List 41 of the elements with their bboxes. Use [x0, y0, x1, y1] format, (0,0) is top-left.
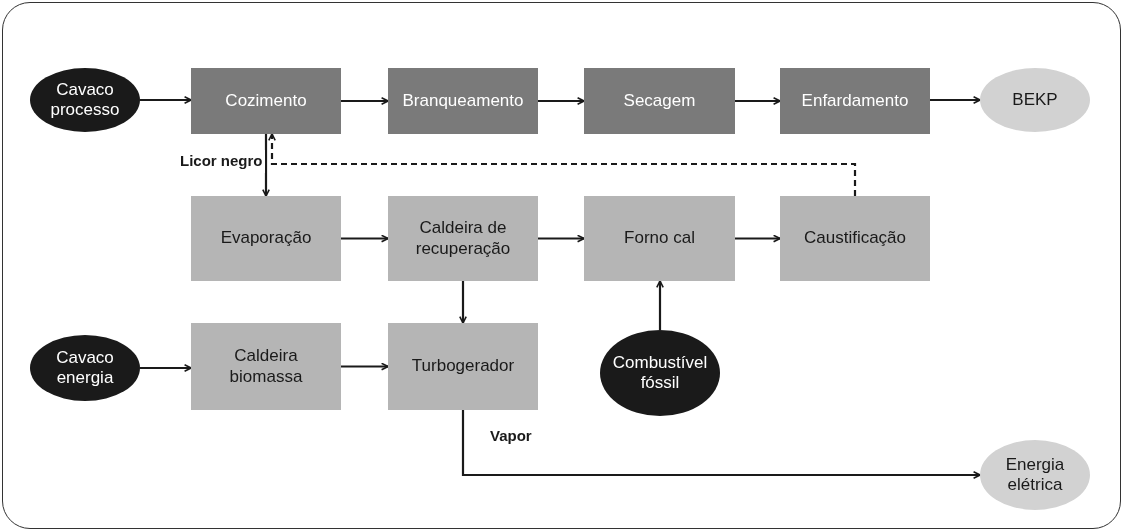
- node-label: Branqueamento: [402, 90, 524, 112]
- arrow: [538, 234, 585, 243]
- arrow: [459, 281, 467, 324]
- arrow: [461, 410, 981, 479]
- arrow: [341, 97, 389, 105]
- node-label: Enfardamento: [801, 90, 909, 112]
- process-box: [388, 68, 538, 134]
- node-label: Evaporação: [220, 228, 312, 249]
- process-box: [191, 68, 341, 134]
- process-box: [780, 196, 930, 281]
- arrow: [140, 96, 192, 104]
- node-label: Cavaco energia: [55, 347, 115, 389]
- process-box: [584, 68, 735, 134]
- arrow: [538, 97, 585, 105]
- dashed-arrow: [268, 133, 857, 196]
- process-box: [191, 323, 341, 410]
- node-label: Forno cal: [624, 228, 695, 249]
- node-label: Secagem: [623, 90, 696, 112]
- process-box: [584, 196, 735, 281]
- node-label: Turbogerador: [411, 356, 515, 377]
- arrow: [735, 234, 781, 243]
- arrow: [140, 364, 192, 372]
- arrow: [341, 234, 389, 243]
- node-label: Combustível fóssil: [611, 352, 709, 394]
- process-box: [191, 196, 341, 281]
- arrow: [930, 96, 981, 104]
- process-box: [388, 196, 538, 281]
- node-label: Caldeira biomassa: [228, 346, 304, 387]
- node-label: BEKP: [1012, 89, 1058, 111]
- edge-label: Licor negro: [178, 150, 265, 173]
- node-label: Caldeira de recuperação: [414, 218, 512, 259]
- process-box: [388, 323, 538, 410]
- process-box: [780, 68, 930, 134]
- arrow: [735, 97, 781, 105]
- node-label: Cavaco processo: [49, 79, 121, 121]
- arrow: [656, 280, 664, 330]
- node-label: Caustificação: [803, 228, 907, 249]
- arrow: [262, 134, 270, 197]
- arrow: [341, 362, 389, 371]
- node-label: Energia elétrica: [1004, 454, 1066, 496]
- node-label: Cozimento: [225, 90, 307, 112]
